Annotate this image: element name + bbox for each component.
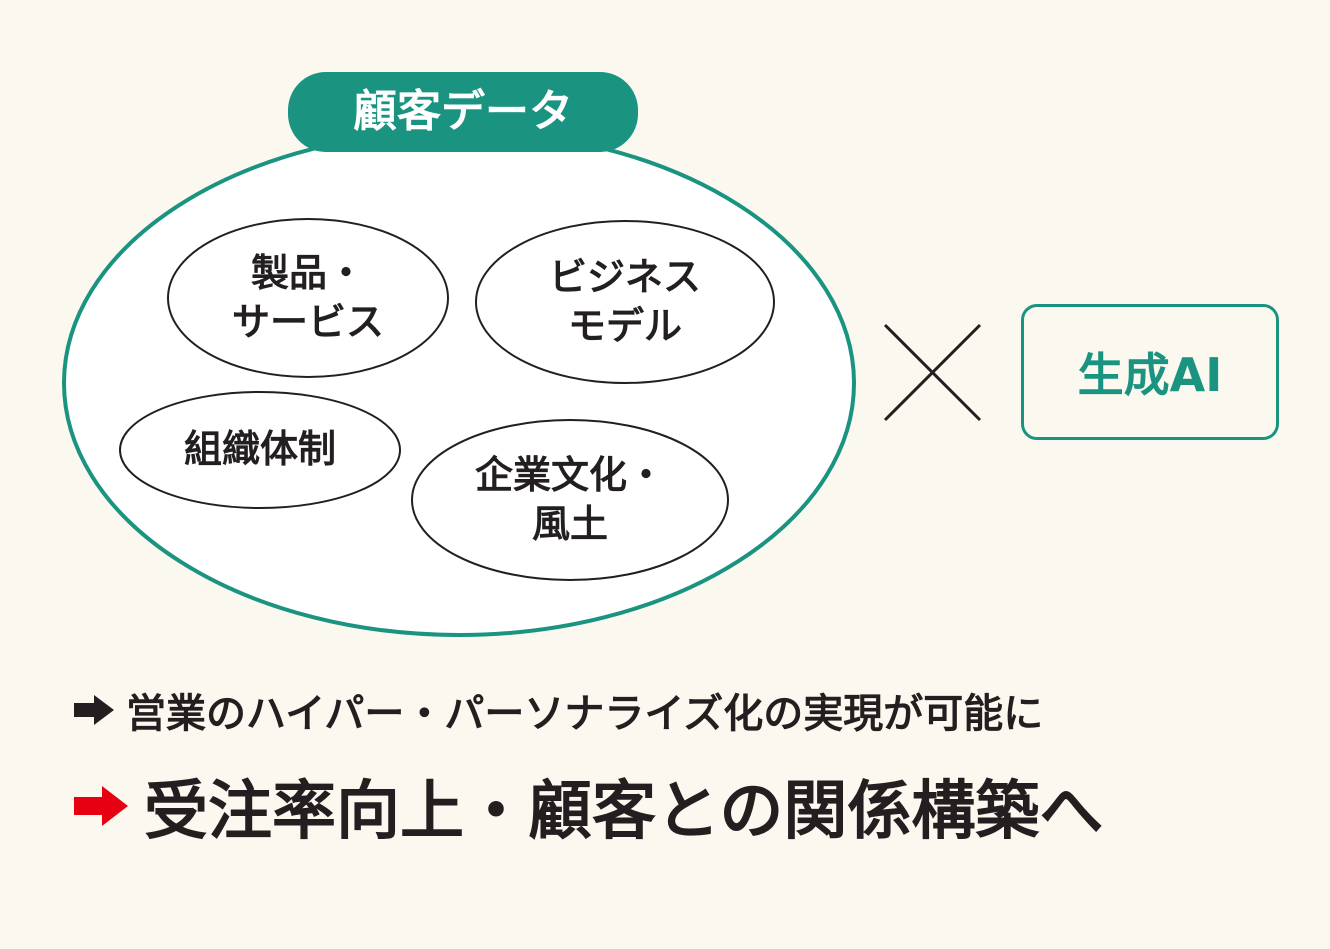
business-ellipse <box>475 220 775 384</box>
generative-ai-label: 生成AI <box>1077 348 1223 402</box>
corporate-culture-label: 企業文化・ 風土 <box>474 452 665 546</box>
products-ellipse <box>167 218 449 378</box>
customer-data-diagram <box>62 72 982 637</box>
products-services-label: 製品・ サービス <box>231 250 384 344</box>
conclusion-line-2: 受注率向上・顧客との関係構築へ <box>72 762 1103 850</box>
organization-ellipse <box>119 391 401 509</box>
business-model-label: ビジネス モデル <box>548 254 701 348</box>
conclusion-text-2: 受注率向上・顧客との関係構築へ <box>144 775 1104 849</box>
conclusion-line-1: 営業のハイパー・パーソナライズ化の実現が可能に <box>72 678 1043 742</box>
generative-ai-box: 生成AI <box>1021 304 1279 440</box>
red-arrow-right-icon <box>74 786 128 826</box>
arrow-right-icon <box>74 695 114 725</box>
customer-data-pill <box>288 72 638 152</box>
multiply-icon <box>883 323 982 422</box>
organization-label: 組織体制 <box>183 427 336 472</box>
culture-ellipse <box>411 419 729 581</box>
customer-data-label: 顧客データ <box>353 86 573 138</box>
conclusion-text-1: 営業のハイパー・パーソナライズ化の実現が可能に <box>126 691 1044 737</box>
